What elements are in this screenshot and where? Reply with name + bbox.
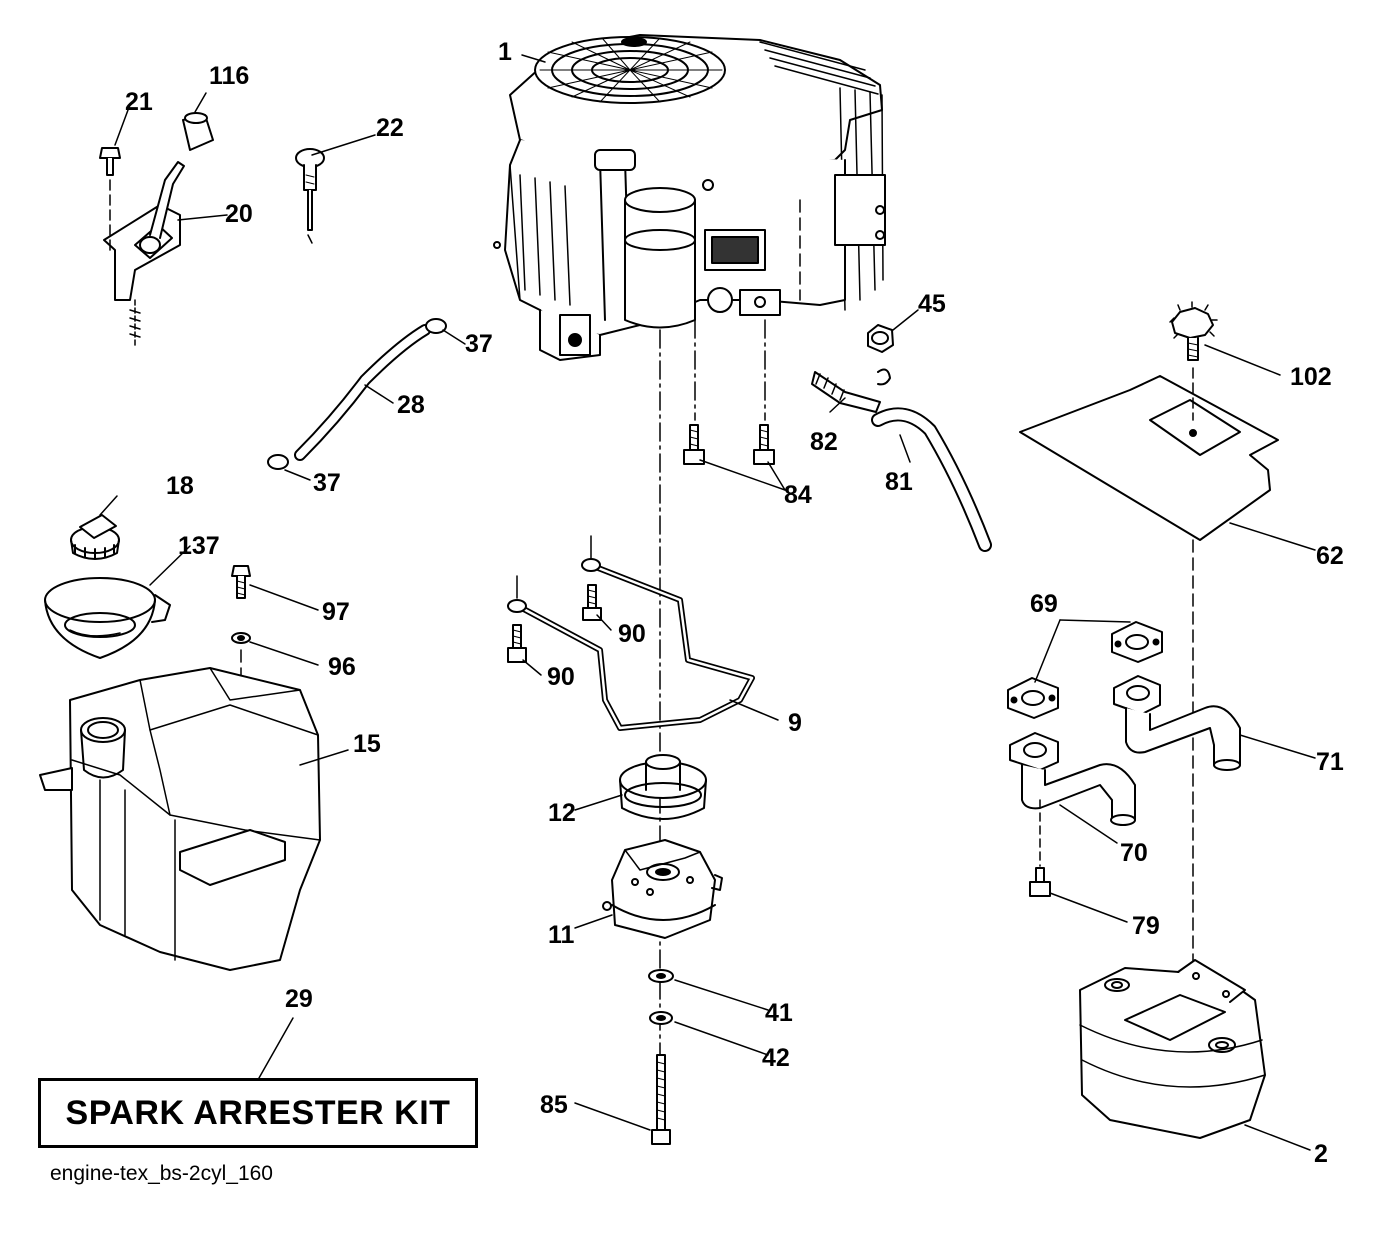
callout-exhaust-pipe-right: 71 bbox=[1316, 748, 1344, 776]
callout-fuel-hose: 28 bbox=[397, 391, 425, 419]
callout-throttle-knob: 116 bbox=[209, 62, 249, 90]
fuel-gauge-drawing bbox=[44, 577, 171, 659]
callout-wire-harness: 9 bbox=[788, 709, 802, 737]
callout-pto-clutch: 11 bbox=[548, 921, 575, 949]
exhaust-pipe-right-drawing bbox=[1113, 675, 1241, 771]
callout-fuel-cap: 18 bbox=[166, 472, 194, 500]
callout-fuel-tank: 15 bbox=[353, 730, 381, 758]
callout-harness-screw-lower: 90 bbox=[547, 663, 575, 691]
drain-valve-drawing bbox=[811, 368, 891, 413]
clutch-hardware-drawing bbox=[648, 969, 674, 1145]
fuel-hose-drawing bbox=[267, 318, 447, 470]
callout-spark-arrester-kit: 29 bbox=[285, 985, 313, 1013]
callout-tank-screw: 97 bbox=[322, 598, 350, 626]
callout-throttle-control: 20 bbox=[225, 200, 253, 228]
tank-screw-drawing bbox=[231, 565, 251, 861]
callouts: 1 2 9 11 12 15 18 20 21 22 28 29 37 37 4… bbox=[125, 38, 1344, 1168]
callout-exhaust-pipe-left: 70 bbox=[1120, 839, 1148, 867]
wire-harness-drawing bbox=[507, 535, 755, 731]
callout-pulley: 12 bbox=[548, 799, 576, 827]
callout-drain-hose: 81 bbox=[885, 468, 913, 496]
spark-arrester-kit-label: SPARK ARRESTER KIT bbox=[65, 1093, 451, 1132]
callout-control-bolt: 21 bbox=[125, 88, 153, 116]
fuel-cap-drawing bbox=[70, 514, 120, 560]
callout-engine: 1 bbox=[498, 38, 512, 66]
callout-shield-screw: 102 bbox=[1290, 363, 1332, 391]
engine-drawing bbox=[493, 34, 886, 361]
leader-lines bbox=[99, 54, 1316, 1151]
callout-harness-screw-upper: 90 bbox=[618, 620, 646, 648]
callout-hose-clamp-upper: 37 bbox=[465, 330, 493, 358]
callout-drain-valve: 82 bbox=[810, 428, 838, 456]
throttle-control-drawing bbox=[99, 112, 214, 346]
diagram-id: engine-tex_bs-2cyl_160 bbox=[50, 1162, 273, 1185]
callout-washer-41: 41 bbox=[765, 999, 793, 1027]
shield-screw-drawing bbox=[1169, 301, 1218, 361]
callout-muffler: 2 bbox=[1314, 1140, 1328, 1168]
callout-engine-bolts: 84 bbox=[784, 481, 812, 509]
callout-fuel-gauge: 137 bbox=[178, 532, 220, 560]
oil-drain-cap-drawing bbox=[867, 324, 894, 353]
callout-muffler-screw: 79 bbox=[1132, 912, 1160, 940]
callout-clutch-bolt: 85 bbox=[540, 1091, 568, 1119]
callout-hose-clamp-lower: 37 bbox=[313, 469, 341, 497]
heat-shield-drawing bbox=[1019, 367, 1279, 981]
fuel-tank-drawing bbox=[39, 667, 321, 971]
callout-gasket: 69 bbox=[1030, 590, 1058, 618]
drain-hose-drawing bbox=[871, 407, 992, 552]
callout-heat-shield: 62 bbox=[1316, 542, 1344, 570]
callout-oil-drain-cap: 45 bbox=[918, 290, 946, 318]
choke-knob-drawing bbox=[295, 148, 325, 244]
callout-washer-42: 42 bbox=[762, 1044, 790, 1072]
engine-bolts-drawing bbox=[683, 424, 775, 465]
callout-choke-knob: 22 bbox=[376, 114, 404, 142]
callout-washer-96: 96 bbox=[328, 653, 356, 681]
spark-arrester-kit-box: SPARK ARRESTER KIT bbox=[38, 1078, 478, 1148]
pulley-drawing bbox=[619, 754, 707, 820]
muffler-screw-drawing bbox=[1029, 799, 1051, 897]
gaskets-drawing bbox=[1007, 621, 1163, 719]
exhaust-pipe-left-drawing bbox=[1009, 732, 1136, 826]
muffler-drawing bbox=[1079, 959, 1266, 1139]
pto-clutch-drawing bbox=[602, 839, 723, 939]
